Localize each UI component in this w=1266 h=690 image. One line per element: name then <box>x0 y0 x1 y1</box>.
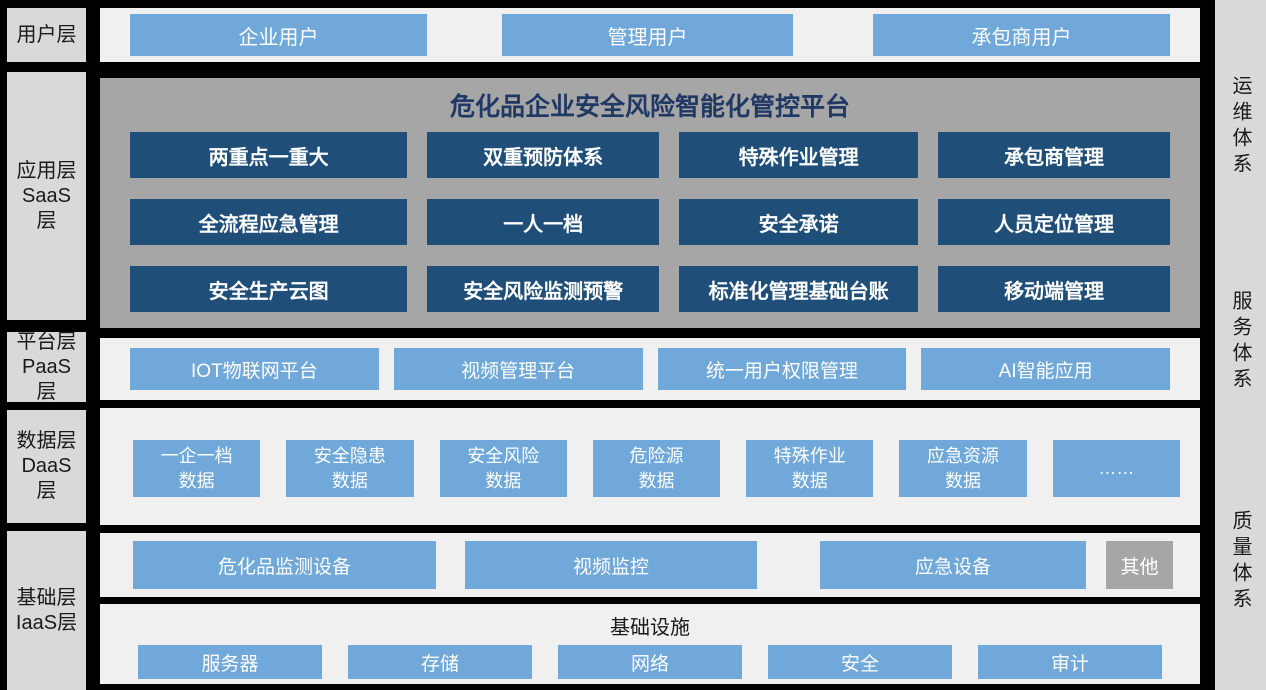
server-node: 服务器 <box>138 645 322 679</box>
user-layer-band: 企业用户 管理用户 承包商用户 <box>100 8 1200 62</box>
paas-node: AI智能应用 <box>921 348 1170 390</box>
right-system-sidebar: 运维体系 服务体系 质量体系 <box>1215 0 1266 690</box>
saas-layer-band: 危化品企业安全风险智能化管控平台 两重点一重大 双重预防体系 特殊作业管理 承包… <box>100 78 1200 328</box>
platform-title: 危化品企业安全风险智能化管控平台 <box>449 93 850 121</box>
data-node-line: 应急资源 <box>927 445 1000 466</box>
data-node-ellipsis: …… <box>1052 440 1180 497</box>
iaas-layer-label: 基础层 IaaS层 <box>7 531 86 690</box>
paas-label-line: 层 <box>36 380 57 403</box>
other-device-node: 其他 <box>1106 541 1173 589</box>
data-node: 特殊作业 数据 <box>746 440 874 497</box>
data-node: 一企一档 数据 <box>133 440 261 497</box>
video-surveillance-node: 视频监控 <box>465 541 757 589</box>
hazmat-monitor-device-node: 危化品监测设备 <box>133 541 436 589</box>
iaas-label-line: 基础层 <box>16 586 77 609</box>
network-node: 网络 <box>558 645 742 679</box>
paas-node: 视频管理平台 <box>393 348 643 390</box>
saas-label-line: 层 <box>36 209 57 232</box>
saas-label-line: 应用层 <box>16 159 77 182</box>
data-node-row: 一企一档 数据 安全隐患 数据 安全风险 数据 危险源 数据 特殊作业 数据 应… <box>133 440 1180 497</box>
ops-system-label: 运维体系 <box>1229 75 1251 179</box>
storage-node: 存储 <box>348 645 532 679</box>
data-node-line: 一企一档 <box>160 445 233 466</box>
data-node-line: 安全隐患 <box>313 445 386 466</box>
saas-module-node: 安全承诺 <box>679 199 919 245</box>
emergency-equipment-node: 应急设备 <box>820 541 1086 589</box>
data-node-line: 数据 <box>791 470 828 491</box>
paas-label-line: PaaS <box>22 355 71 378</box>
admin-user-node: 管理用户 <box>502 14 793 56</box>
saas-module-node: 安全生产云图 <box>130 266 408 312</box>
daas-label-line: 数据层 <box>16 430 77 452</box>
infrastructure-band: 基础设施 服务器 存储 网络 安全 审计 <box>100 604 1200 684</box>
saas-module-node: 人员定位管理 <box>938 199 1170 245</box>
user-layer-label: 用户层 <box>7 8 86 62</box>
enterprise-user-node: 企业用户 <box>130 14 427 56</box>
paas-layer-label: 平台层 PaaS 层 <box>7 332 86 402</box>
saas-module-node: 全流程应急管理 <box>130 199 408 245</box>
data-node-line: 数据 <box>178 470 215 491</box>
iaas-devices-band: 危化品监测设备 视频监控 应急设备 其他 <box>100 533 1200 597</box>
iaas-label-line: IaaS层 <box>15 611 78 634</box>
paas-node-row: IOT物联网平台 视频管理平台 统一用户权限管理 AI智能应用 <box>130 348 1170 390</box>
data-node-line: 数据 <box>485 470 522 491</box>
daas-label-line: 层 <box>36 480 57 502</box>
daas-layer-label: 数据层 DaaS 层 <box>7 410 86 523</box>
security-node: 安全 <box>768 645 952 679</box>
daas-layer-band: 一企一档 数据 安全隐患 数据 安全风险 数据 危险源 数据 特殊作业 数据 应… <box>100 408 1200 525</box>
data-node-line: 数据 <box>638 470 675 491</box>
saas-module-node: 一人一档 <box>427 199 660 245</box>
data-node-line: 安全风险 <box>467 445 540 466</box>
data-node: 应急资源 数据 <box>899 440 1027 497</box>
data-node-line: 数据 <box>945 470 982 491</box>
saas-module-node: 承包商管理 <box>938 132 1170 178</box>
saas-layer-label: 应用层 SaaS 层 <box>7 72 86 320</box>
saas-module-node: 标准化管理基础台账 <box>679 266 919 312</box>
user-layer-label-text: 用户层 <box>16 23 77 46</box>
saas-module-node: 安全风险监测预警 <box>427 266 660 312</box>
quality-system-label: 质量体系 <box>1229 510 1251 614</box>
data-node-line: 危险源 <box>629 445 684 466</box>
data-node-line: 数据 <box>331 470 368 491</box>
saas-module-node: 双重预防体系 <box>427 132 660 178</box>
audit-node: 审计 <box>978 645 1162 679</box>
data-node-line: 特殊作业 <box>773 445 846 466</box>
service-system-label: 服务体系 <box>1229 290 1251 394</box>
paas-layer-band: IOT物联网平台 视频管理平台 统一用户权限管理 AI智能应用 <box>100 338 1200 400</box>
contractor-user-node: 承包商用户 <box>873 14 1170 56</box>
daas-label-line: DaaS <box>21 455 72 477</box>
infrastructure-title: 基础设施 <box>610 617 690 639</box>
paas-node: 统一用户权限管理 <box>657 348 907 390</box>
saas-label-line: SaaS <box>22 184 71 207</box>
data-node: 安全风险 数据 <box>439 440 567 497</box>
saas-module-grid: 两重点一重大 双重预防体系 特殊作业管理 承包商管理 全流程应急管理 一人一档 … <box>130 132 1170 312</box>
data-node-line: …… <box>1098 458 1135 478</box>
paas-node: IOT物联网平台 <box>130 348 379 390</box>
paas-label-line: 平台层 <box>16 332 77 353</box>
saas-module-node: 特殊作业管理 <box>679 132 919 178</box>
saas-module-node: 两重点一重大 <box>130 132 408 178</box>
data-node: 危险源 数据 <box>592 440 721 497</box>
data-node: 安全隐患 数据 <box>286 440 414 497</box>
infra-node-row: 服务器 存储 网络 安全 审计 <box>138 645 1162 679</box>
saas-module-node: 移动端管理 <box>938 266 1170 312</box>
